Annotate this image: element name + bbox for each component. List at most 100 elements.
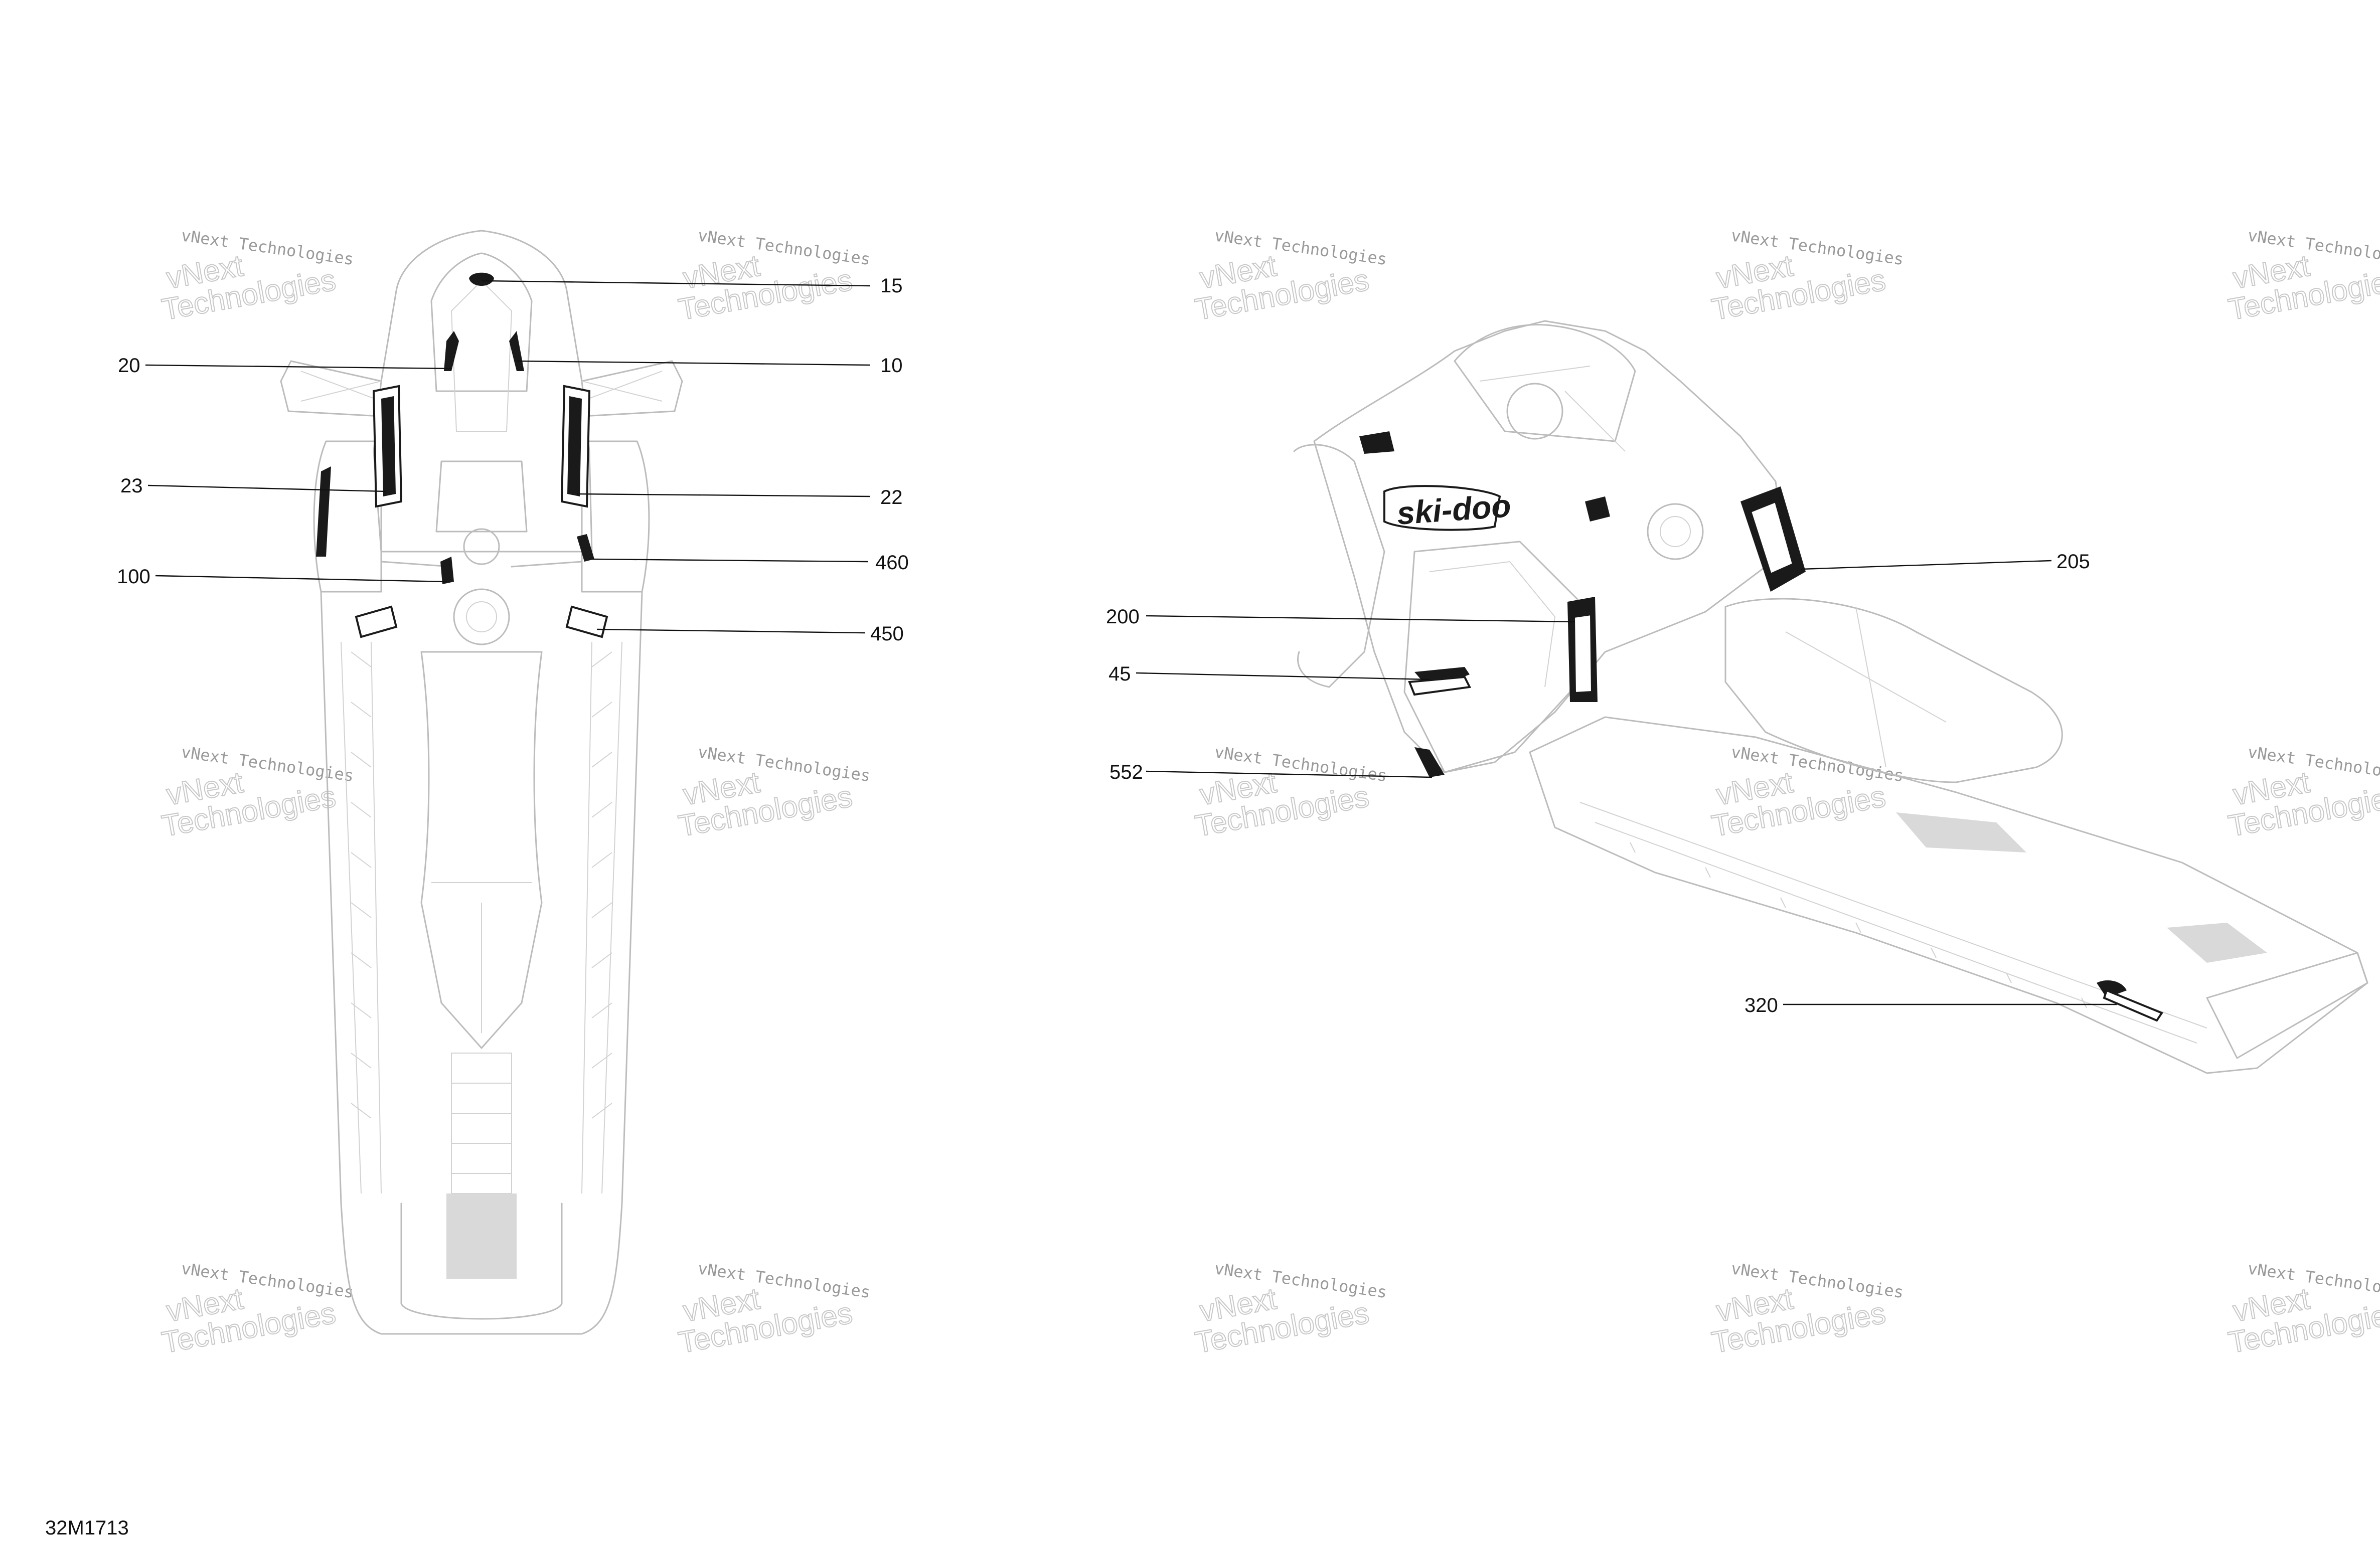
top-view-decal-15 [469, 272, 494, 286]
top-view-rear-flap [446, 1193, 517, 1279]
side-view-brand-panel [1383, 485, 1501, 531]
callout-15-leader [481, 280, 871, 287]
side-view-decal-200-inner [1572, 613, 1594, 695]
callout-22-leader [576, 493, 871, 497]
watermark: vNext Technologies vNext Technologies [159, 1259, 355, 1360]
watermark: vNext Technologies vNext Technologies [2226, 226, 2380, 327]
watermark: vNext Technologies vNext Technologies [159, 742, 355, 843]
top-view-right-track [581, 641, 622, 1194]
watermark: vNext Technologies vNext Technologies [1192, 226, 1388, 327]
callout-460: 460 [875, 552, 909, 574]
callout-10-leader [516, 360, 871, 366]
side-view-track [1579, 802, 2207, 1044]
side-view-running-board [1896, 812, 2026, 852]
callout-200-leader [1146, 615, 1575, 623]
side-view-decal-205-inner [1749, 500, 1795, 576]
callout-23-leader [147, 484, 387, 492]
side-view-decal-hood-small [1359, 431, 1394, 454]
watermark-layer: vNext Technologies vNext Technologies vN… [159, 226, 2380, 1360]
side-view-decal-320 [2097, 980, 2127, 998]
top-view-left-strut [300, 371, 382, 402]
side-view-fuel-cap-inner [1660, 516, 1691, 547]
top-view-decal-100 [440, 557, 454, 584]
side-view-tunnel [1529, 716, 2368, 1074]
top-view-tunnel [320, 591, 643, 1335]
watermark: vNext Technologies vNext Technologies [1709, 1259, 1905, 1360]
top-view-seat [420, 651, 543, 1049]
callout-23: 23 [120, 475, 143, 497]
top-view-left-track [341, 641, 382, 1194]
side-view-ski [1293, 444, 1385, 688]
top-view-decal-left-brand-mark [381, 396, 396, 496]
callout-20-leader [145, 364, 452, 370]
top-view-seat-seam [431, 882, 532, 1033]
side-view-seat-seam [1785, 606, 1947, 768]
top-view-console [435, 460, 528, 533]
callout-20: 20 [118, 355, 140, 377]
side-view-panel-seam [1429, 561, 1556, 688]
side-view-decal-45-arrow [1408, 675, 1472, 696]
top-view-snowmobile [280, 230, 683, 1335]
callout-460-leader [589, 558, 868, 563]
side-view-brand-decal: ski-doo [1396, 487, 1512, 532]
watermark: vNext Technologies vNext Technologies [676, 226, 872, 327]
top-view-windshield [430, 252, 533, 392]
side-view-rear-grip [2167, 923, 2267, 963]
top-view-right-strut [581, 371, 663, 402]
watermark: vNext Technologies vNext Technologies [1709, 742, 1905, 843]
callout-100: 100 [117, 566, 150, 588]
callout-320: 320 [1744, 994, 1778, 1016]
side-view-windshield [1454, 324, 1636, 442]
top-view-fuel-cap [453, 588, 510, 645]
side-view-decal-320-tail [2103, 989, 2164, 1022]
watermark: vNext Technologies vNext Technologies [1709, 226, 1905, 327]
callout-10: 10 [880, 355, 903, 377]
watermark: vNext Technologies vNext Technologies [676, 742, 872, 843]
watermark: vNext Technologies vNext Technologies [2226, 1259, 2380, 1360]
side-view-callouts: 205 200 45 552 320 [1106, 551, 2117, 1016]
callout-552-leader [1146, 770, 1433, 778]
top-view-hood-center [450, 280, 513, 432]
top-view-rear-grid [451, 1053, 512, 1194]
top-view-handlebar [380, 561, 583, 568]
side-view-gauge [1506, 383, 1563, 440]
callout-45-leader [1136, 672, 1430, 680]
watermark: vNext Technologies vNext Technologies [1192, 742, 1388, 843]
top-view-rear-bumper [400, 1203, 563, 1320]
callout-450-leader [596, 628, 866, 634]
callout-22: 22 [880, 486, 903, 508]
top-view-decal-left-vent [355, 605, 398, 638]
top-view-decal-460 [577, 534, 594, 562]
callout-100-leader [155, 575, 447, 583]
side-view-rear-bumper [2206, 952, 2368, 1059]
callout-205-leader [1800, 560, 2052, 570]
callout-15: 15 [880, 275, 903, 297]
side-view-decal-console [1585, 496, 1610, 522]
top-view-decal-450 [565, 605, 608, 638]
watermark: vNext Technologies vNext Technologies [1192, 1259, 1388, 1360]
side-view-handlebar [1479, 366, 1626, 452]
top-view-decal-22-mark [567, 396, 582, 496]
callout-552: 552 [1109, 761, 1143, 783]
watermark: vNext Technologies vNext Technologies [2226, 742, 2380, 843]
top-view-decal-20 [444, 331, 459, 371]
top-view-fuel-cap-inner [466, 601, 497, 632]
callout-200: 200 [1106, 606, 1140, 628]
watermark: vNext Technologies vNext Technologies [159, 226, 355, 327]
figure-code: 32M1713 [45, 1517, 129, 1539]
callout-205: 205 [2056, 551, 2090, 573]
side-view-side-panel [1403, 541, 1581, 773]
watermark: vNext Technologies vNext Technologies [676, 1259, 872, 1360]
side-view-decal-552 [1414, 747, 1445, 777]
top-view-decal-10 [509, 331, 524, 371]
top-view-right-panel [581, 440, 650, 593]
callout-450: 450 [870, 623, 904, 645]
top-view-left-arm [280, 360, 382, 417]
side-view-snowmobile: ski-doo [1293, 320, 2368, 1074]
side-view-fuel-cap [1647, 503, 1704, 560]
top-view-steering-hub [463, 528, 500, 565]
top-view-hood-outline [373, 230, 593, 553]
top-view-decal-23 [316, 466, 331, 557]
callout-45: 45 [1108, 663, 1131, 685]
